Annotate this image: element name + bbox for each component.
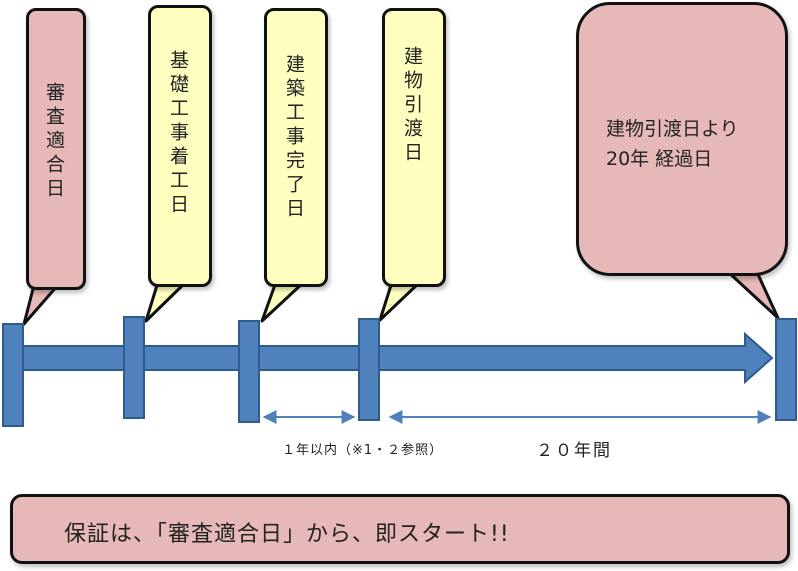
callout-review — [26, 8, 86, 290]
tick-handover — [358, 318, 380, 421]
callout-tail-construction-complete — [260, 280, 306, 323]
range-label-one-year: １年以内（※1・２参照） — [282, 443, 444, 458]
footer-text: 保証は、「審査適合日」から、即スタート!! — [64, 522, 510, 547]
callout-handover-text: 建物引渡日 — [401, 46, 423, 166]
callout-construction-complete-text: 建築工事完了日 — [283, 54, 305, 222]
tick-expiry — [775, 318, 797, 421]
callout-expiry — [576, 2, 788, 276]
callout-handover — [382, 8, 446, 287]
callout-construction-start-text: 基礎工事着工日 — [167, 50, 189, 218]
callout-tail-expiry — [724, 268, 780, 320]
callout-construction-complete — [264, 8, 328, 287]
callout-expiry-line1: 建物引渡日より — [606, 118, 739, 140]
callout-review-text: 審査適合日 — [43, 82, 65, 202]
callout-construction-start — [148, 5, 212, 287]
callout-tail-handover — [378, 280, 422, 322]
tick-construction-complete — [238, 320, 260, 423]
callout-tail-review — [22, 283, 60, 326]
tick-review — [2, 323, 24, 427]
tick-construction-start — [123, 316, 145, 419]
callout-tail-construction-start — [144, 280, 188, 323]
footer-banner — [10, 494, 790, 564]
callout-expiry-text: 建物引渡日より 20年 経過日 — [606, 114, 739, 174]
range-label-twenty-years: ２０年間 — [536, 441, 612, 461]
callout-expiry-line2: 20年 経過日 — [606, 148, 713, 170]
